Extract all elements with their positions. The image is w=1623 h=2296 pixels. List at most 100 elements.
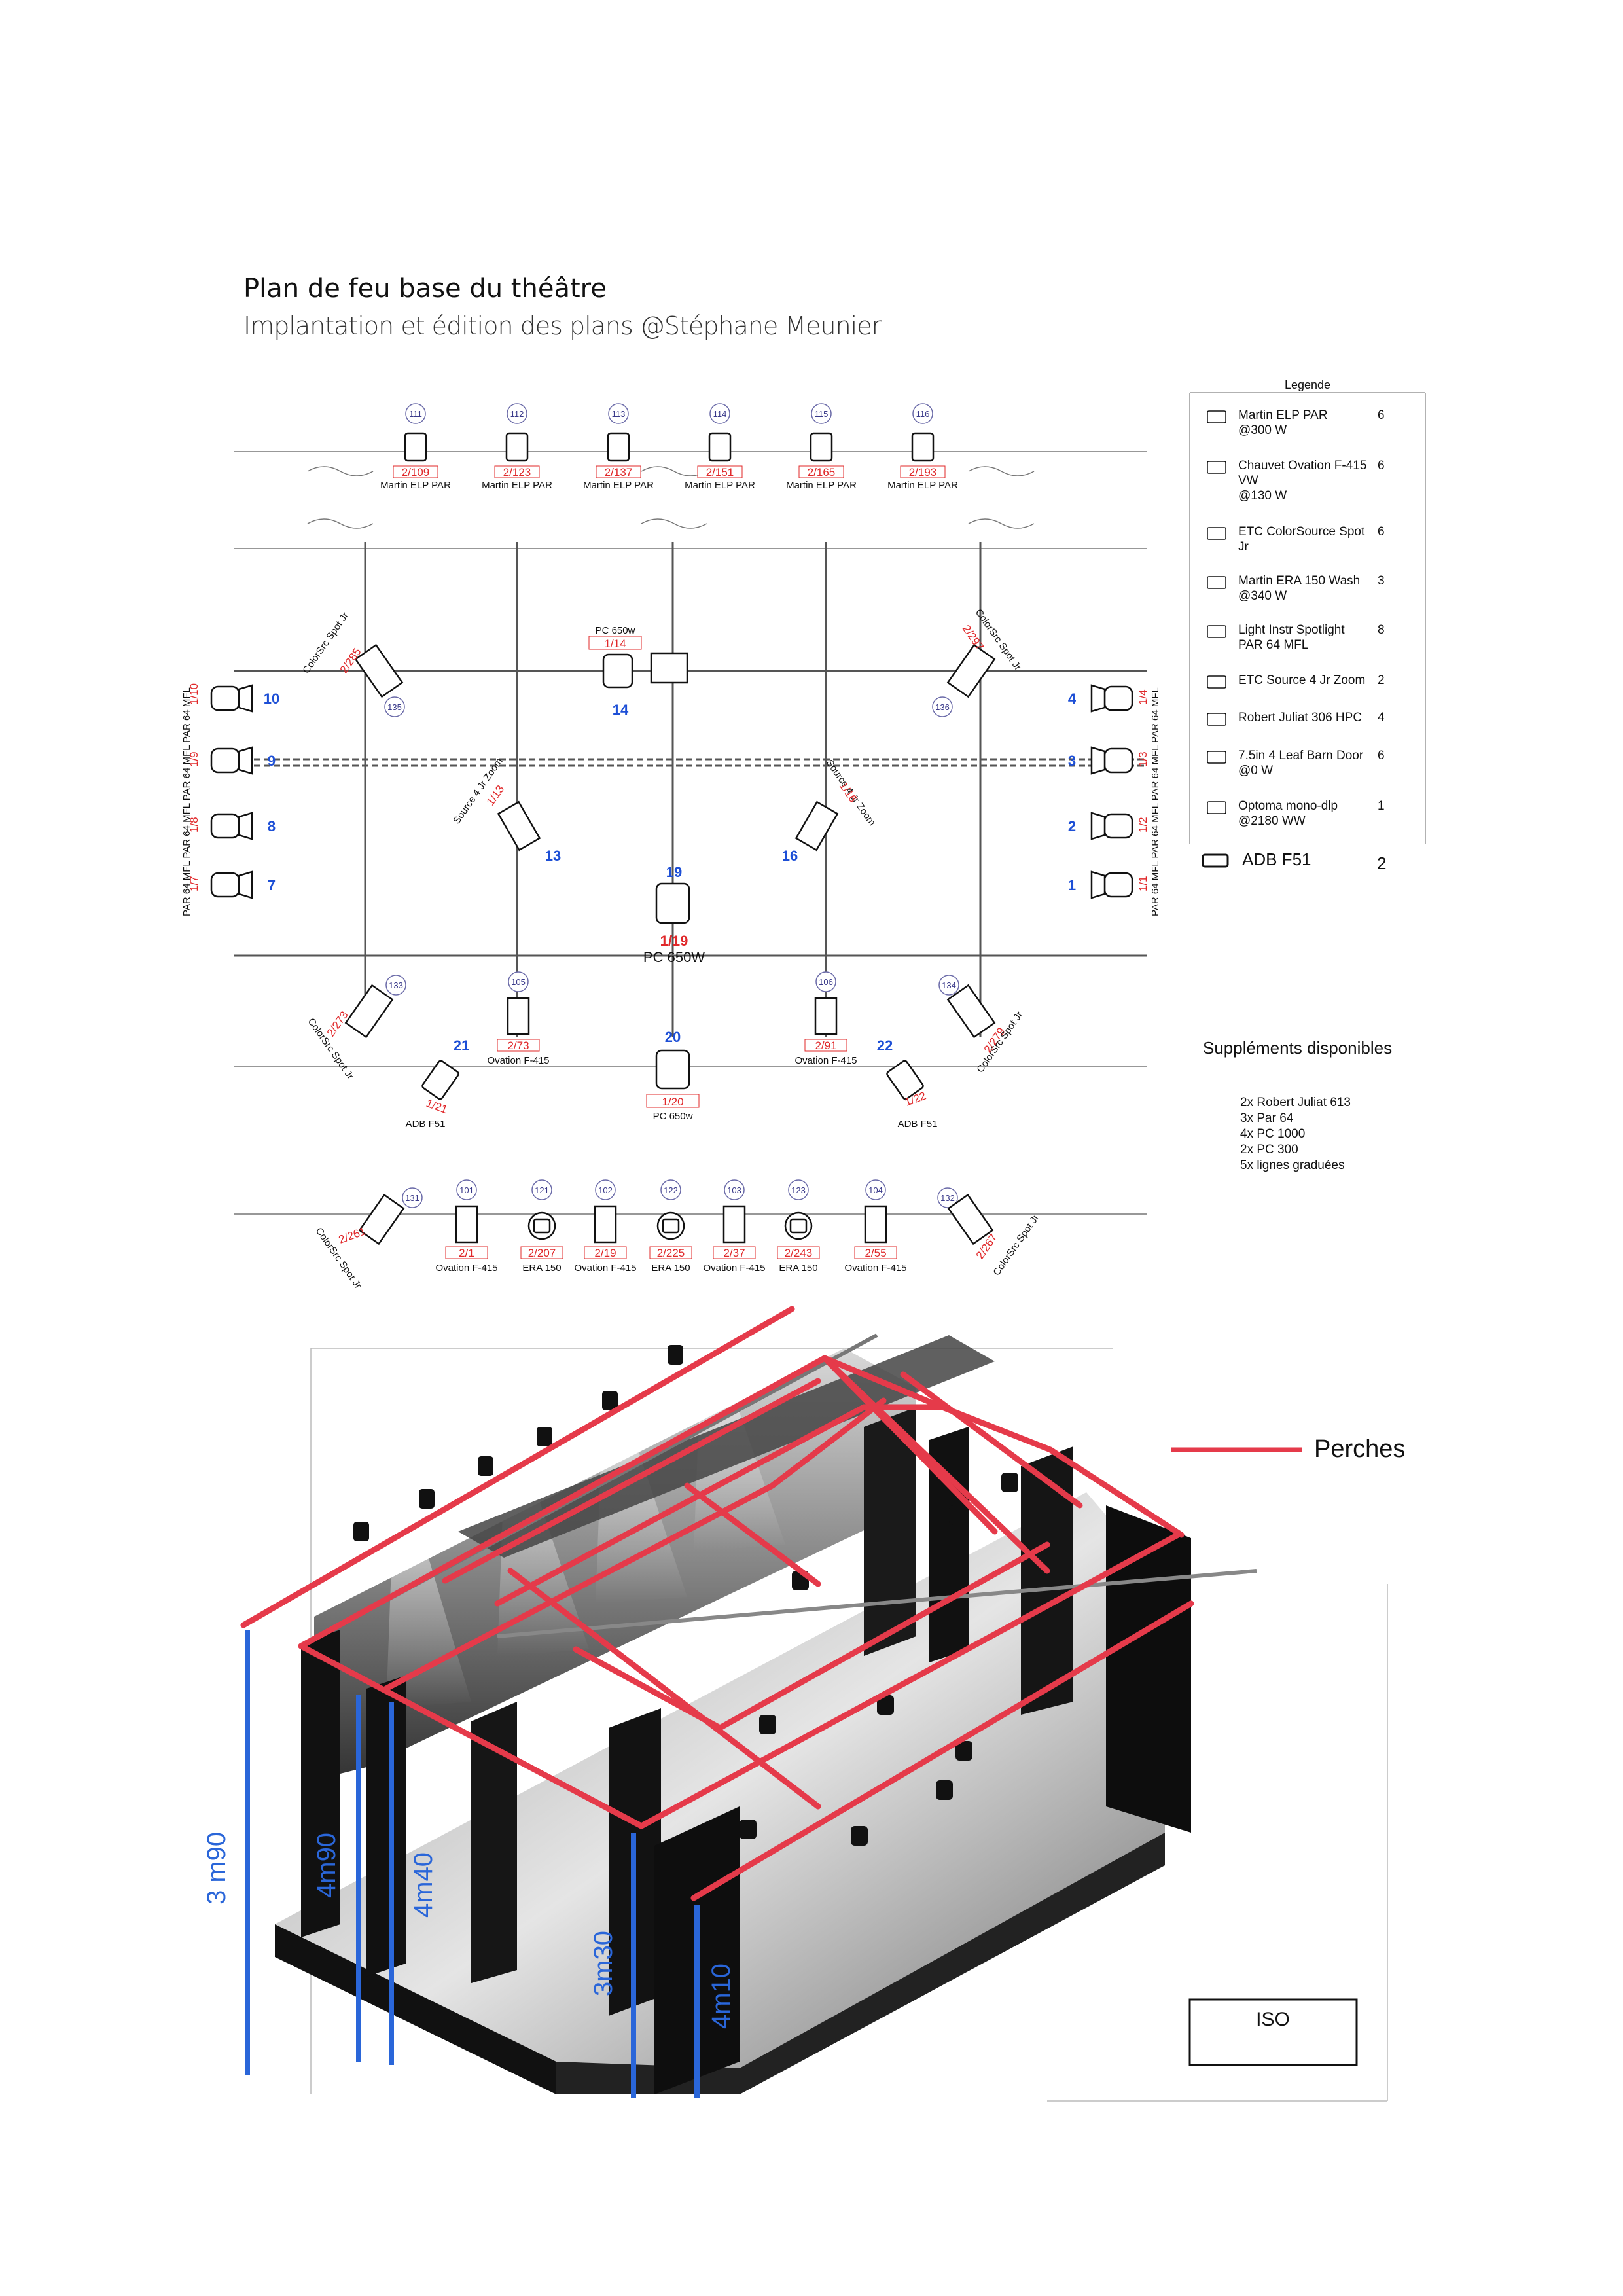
spot-front-right: 132 2/267 ColorSrc Spot Jr (937, 1187, 1041, 1278)
ov106-channel: 2/91 (815, 1039, 836, 1052)
legend-item-count: 8 (1378, 623, 1385, 637)
fixture-id: 122 (664, 1185, 678, 1195)
fixture-id: 104 (868, 1185, 883, 1195)
zoom-right-number: 16 (782, 848, 798, 864)
spot-tr-channel: 2/297 (960, 622, 986, 653)
iso-label: ISO (1256, 2009, 1290, 2030)
fixture-type: Martin ELP PAR (786, 480, 857, 491)
spot-br-id: 134 (942, 980, 956, 990)
height-label-5: 4m10 (707, 1964, 736, 2029)
pc-14-fixture: PC 650w 1/14 14 (588, 625, 688, 718)
fixture-type: Martin ELP PAR (685, 480, 755, 491)
fixture-id: 123 (791, 1185, 806, 1195)
fixture-channel: 2/243 (785, 1247, 813, 1259)
spot-tr-id: 136 (935, 702, 950, 712)
fixture-id: 113 (612, 409, 626, 419)
par-left-number: 8 (268, 818, 276, 834)
legend-item-name: Martin ERA 150 Wash (1238, 574, 1360, 588)
fixture-type: Martin ELP PAR (583, 480, 654, 491)
fixture-channel: 2/225 (657, 1247, 685, 1259)
legend-item-count: 3 (1378, 574, 1385, 588)
legend-item-name: Martin ELP PAR (1238, 408, 1328, 422)
supplement-item: 2x PC 300 (1240, 1143, 1298, 1157)
pc-top-channel: 1/14 (604, 637, 626, 650)
adb-left-number: 21 (454, 1037, 469, 1054)
par-right: 1/11 (1068, 870, 1149, 899)
adb-left-name: ADB F51 (406, 1119, 446, 1130)
supplement-item: 3x Par 64 (1240, 1111, 1294, 1125)
par-left-channel: 1/10 (188, 683, 200, 705)
fixture-channel: 2/123 (503, 466, 531, 478)
legend-item-detail: @0 W (1238, 764, 1273, 778)
legend-extra-name: ADB F51 (1242, 850, 1311, 869)
pc-bottom-name: PC 650w (653, 1111, 693, 1122)
par-left-number: 7 (268, 877, 276, 893)
par-left-channel: 1/7 (188, 876, 200, 891)
fixture-type: Martin ELP PAR (887, 480, 958, 491)
ov106-name: Ovation F-415 (794, 1055, 857, 1066)
fixture-name: ERA 150 (522, 1263, 561, 1274)
fixture-name: ERA 150 (651, 1263, 690, 1274)
fixture-channel: 2/37 (723, 1247, 745, 1259)
fixture-channel: 2/109 (402, 466, 430, 478)
fixture-name: Ovation F-415 (844, 1263, 906, 1274)
ovation-106: 106 2/91 Ovation F-415 (794, 971, 857, 1066)
fixture-channel: 2/1 (459, 1247, 474, 1259)
fixture-name: Ovation F-415 (703, 1263, 765, 1274)
fixture-name: Ovation F-415 (574, 1263, 636, 1274)
spot-front-left: 131 2/261 ColorSrc Spot Jr (313, 1187, 423, 1291)
ov105-id: 105 (511, 977, 526, 987)
spot-bl-id: 133 (389, 980, 403, 990)
page-subtitle: Implantation et édition des plans @Stéph… (243, 312, 882, 340)
legend-item: Martin ERA 150 Wash 3 @340 W (1207, 574, 1385, 603)
iso-view: 3 m90 4m90 4m40 3m30 4m10 Perches ISO (202, 1306, 1405, 2102)
ovation-105: 105 2/73 Ovation F-415 (487, 971, 550, 1066)
right-par-column: 1/441/331/221/11 (1068, 684, 1149, 899)
legend-title: Legende (1285, 378, 1330, 391)
par-left: 1/7 7 (188, 870, 276, 899)
par-right-channel: 1/3 (1137, 751, 1149, 767)
legend-item-detail2: @130 W (1238, 489, 1287, 503)
pc-19-fixture: 19 1/19 PC 650W (643, 864, 705, 965)
par-right-channel: 1/4 (1137, 689, 1149, 705)
fixture-id: 112 (510, 409, 524, 419)
par-left-channel: 1/9 (188, 751, 200, 767)
par-right: 1/3 3 (1068, 746, 1149, 775)
fixture-channel: 2/207 (528, 1247, 556, 1259)
par-right-number: 3 (1068, 753, 1076, 769)
height-label-2: 4m90 (312, 1833, 341, 1898)
spot-top-left: ColorSrc Spot Jr 2/285 135 (300, 610, 405, 717)
fixture-channel: 2/19 (594, 1247, 616, 1259)
spot-fr-name: ColorSrc Spot Jr (991, 1212, 1041, 1278)
legend-item-name: ETC ColorSource Spot (1238, 525, 1365, 539)
fixture-id: 114 (713, 409, 727, 419)
spot-fl-id: 131 (405, 1193, 419, 1203)
adb-left: 21 1/21 ADB F51 (406, 1037, 470, 1130)
par-right-number: 1 (1068, 877, 1076, 893)
legend-item-detail: @340 W (1238, 589, 1287, 603)
fixture-id: 102 (598, 1185, 613, 1195)
spot-tl-id: 135 (387, 702, 402, 712)
fixture-id: 115 (815, 409, 829, 419)
par-right-channel: 1/2 (1137, 817, 1149, 833)
legend-item-name: 7.5in 4 Leaf Barn Door (1238, 749, 1364, 762)
legend-item-name: Chauvet Ovation F-415 (1238, 459, 1366, 473)
par-left-number: 10 (264, 691, 279, 707)
legend-item-detail: VW (1238, 474, 1258, 488)
